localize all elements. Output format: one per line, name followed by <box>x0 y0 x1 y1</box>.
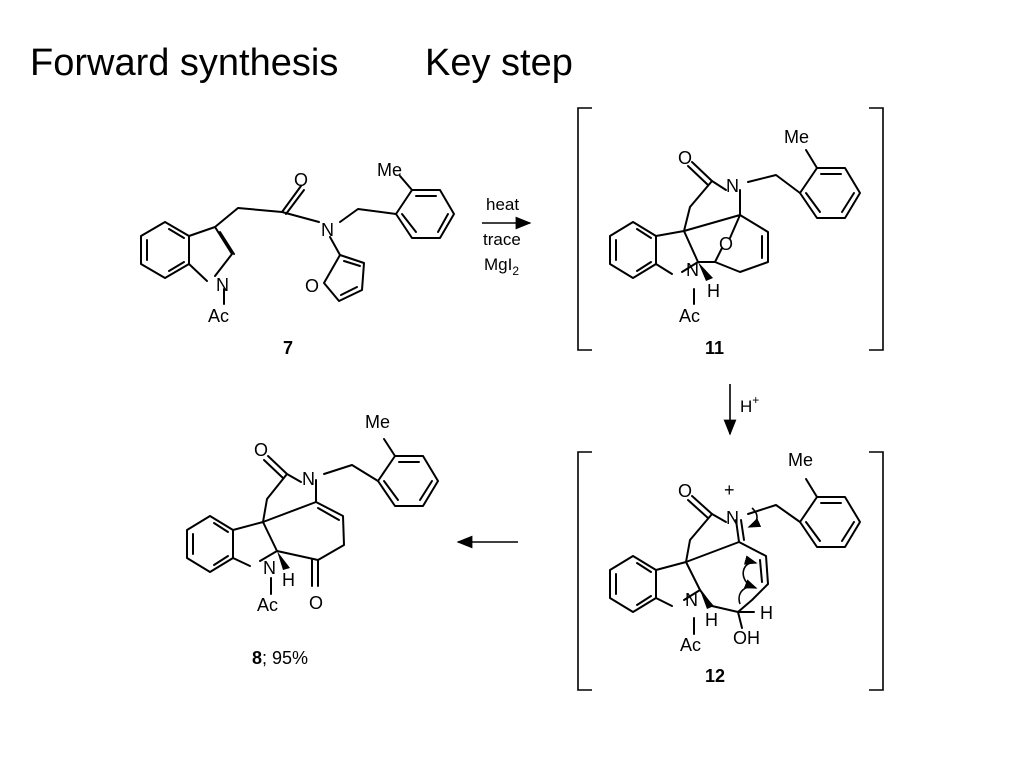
label-compound-11: 11 <box>705 338 724 358</box>
c8-acetyl: Ac <box>257 595 278 615</box>
c11-carbonyl-O: O <box>678 148 692 168</box>
c7-acetyl: Ac <box>208 306 229 326</box>
c11-acetyl: Ac <box>679 306 700 326</box>
label-compound-12: 12 <box>705 666 725 686</box>
c7-indole-N: N <box>216 275 229 295</box>
c12-iminium-N: N <box>726 508 739 528</box>
bracket-left-11 <box>577 107 592 351</box>
c12-H-ring: H <box>705 610 718 630</box>
c12-hydroxyl: OH <box>733 628 760 648</box>
c11-indoline-N: N <box>686 260 699 280</box>
bracket-right-12 <box>869 451 884 691</box>
c12-acetyl: Ac <box>680 635 701 655</box>
title-forward-synthesis: Forward synthesis <box>30 42 339 84</box>
compound-11-structure <box>609 149 861 305</box>
condition-reagent: MgI2 <box>484 255 519 278</box>
c11-bridge-O: O <box>719 234 733 254</box>
c8-methyl: Me <box>365 412 390 432</box>
title-key-step: Key step <box>425 42 573 84</box>
c11-lactam-N: N <box>726 176 739 196</box>
c7-methyl: Me <box>377 160 402 180</box>
bracket-left-12 <box>577 451 592 691</box>
c11-H: H <box>707 281 720 301</box>
c12-iminium-plus: + <box>724 480 735 500</box>
compound-12-structure <box>609 478 861 635</box>
c8-lactam-O: O <box>254 440 268 460</box>
c11-methyl: Me <box>784 127 809 147</box>
c8-ketone-O: O <box>309 593 323 613</box>
label-compound-7: 7 <box>283 338 293 358</box>
c7-carbonyl-O: O <box>294 170 308 190</box>
c7-amide-N: N <box>321 220 334 240</box>
c8-indoline-N: N <box>263 558 276 578</box>
c12-indoline-N: N <box>685 590 698 610</box>
c8-enamide-N: N <box>302 469 315 489</box>
c7-furan-O: O <box>305 276 319 296</box>
condition-trace: trace <box>483 230 521 249</box>
condition-heat: heat <box>486 195 519 214</box>
bracket-right-11 <box>869 107 884 351</box>
condition-acid: H+ <box>740 393 759 416</box>
c8-H: H <box>282 570 295 590</box>
c12-carbonyl-O: O <box>678 481 692 501</box>
c12-methyl: Me <box>788 450 813 470</box>
compound-7-structure <box>140 175 455 305</box>
compound-8-structure <box>186 438 439 595</box>
c12-H-carbinol: H <box>760 603 773 623</box>
label-compound-8: 8; 95% <box>252 648 308 668</box>
